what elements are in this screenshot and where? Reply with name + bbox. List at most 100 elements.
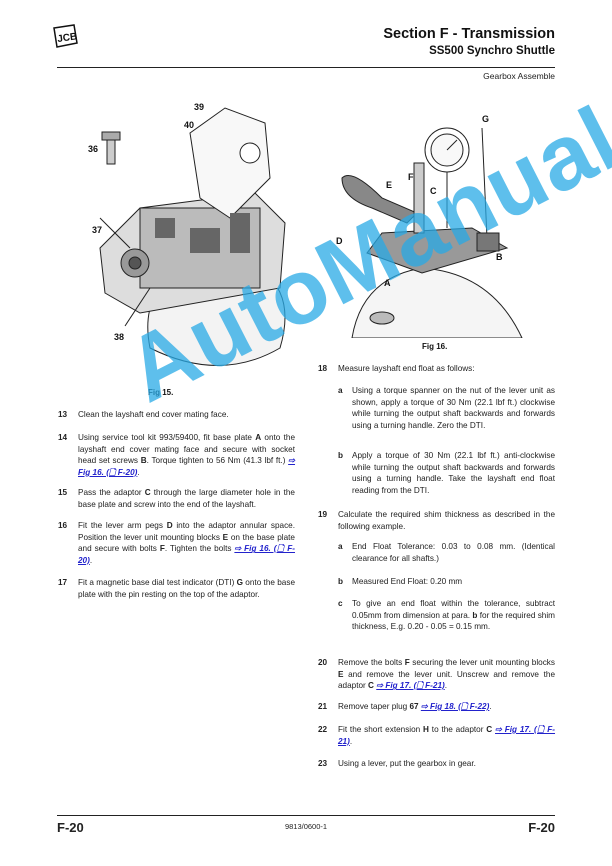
page-number-right: F-20 [528,820,555,835]
step: 14 Using service tool kit 993/59400, fit … [58,432,295,478]
topic-title: Gearbox Assemble [483,71,555,81]
text-run: and remove the lever unit. Unscrew and r… [338,669,555,691]
text-run: To give an end float within the toleranc… [352,599,555,620]
text-run: Remove taper plug [338,702,410,711]
reference-label: B [140,456,147,466]
step: 21 Remove taper plug 67 ⇨ Fig 18. (🗋 F-22… [318,701,555,713]
text-run: End Float Tolerance: 0.03 to 0.08 mm. (I… [352,542,555,563]
reference-label: G [236,578,243,587]
text-run: . Tighten the bolts [164,544,235,554]
step: 18 Measure layshaft end float as follows: [318,363,555,375]
step-number: b [338,577,344,586]
step-text: Using service tool kit 993/59400, fit ba… [78,432,295,478]
text-run: securing the lever unit mounting blocks [409,658,555,667]
reference-label: F [159,544,165,554]
step-text: Calculate the required shim thickness as… [338,509,555,532]
jcb-logo: JCB [53,24,78,48]
fig16-callout-A: A [384,278,391,288]
fig16-callout-G: G [482,114,489,124]
figure-link[interactable]: ⇨ Fig 18. (🗋 F-22) [420,702,490,711]
text-run: Pass the adaptor [78,488,145,497]
text-run: Fit the short extension [338,725,424,734]
text-run: . [444,681,448,691]
text-run: to the adaptor [428,725,487,734]
step-text: End Float Tolerance: 0.03 to 0.08 mm. (I… [352,541,555,564]
reference-label: 67 [409,702,419,711]
fig16-callout-C: C [430,186,437,196]
text-run: through the large diameter hole in the b… [78,488,295,509]
fig16-illustration: G E F C D B A [336,114,523,338]
step-number: 21 [318,702,328,711]
step-text: Fit the short extension H to the adaptor… [338,724,555,747]
figure-link[interactable]: ⇨ Fig 17. (🗋 F-21) [376,681,445,691]
step-text: Measured End Float: 0.20 mm [352,576,555,588]
reference-label: C [368,681,374,691]
step-text: Fit a magnetic base dial test indicator … [78,577,295,600]
step-text: Fit the lever arm pegs D into the adapto… [78,520,295,566]
step-number: c [338,599,343,608]
step-number: a [338,386,343,395]
page-number-left: F-20 [57,820,84,835]
step-number: 23 [318,759,328,768]
text-run: . [349,736,353,746]
text-run: Remove the bolts [338,658,405,667]
reference-label: E [222,532,229,542]
reference-label: C [486,725,493,734]
footer-divider [57,815,555,816]
svg-text:JCB: JCB [57,31,78,45]
fig16-callout-F: F [408,172,414,182]
step-number: 14 [58,433,68,442]
fig15-callout-37: 37 [92,225,102,235]
figure-link[interactable]: ⇨ Fig 17. (🗋 F-21) [338,725,556,746]
step-number: 19 [318,510,328,519]
fig15-callout-39: 39 [194,102,204,112]
step-number: 17 [58,578,68,587]
figure-link[interactable]: ⇨ Fig 16. (🗋 F-20) [78,544,295,565]
sub-step: b Measured End Float: 0.20 mm [318,576,555,588]
step: 17 Fit a magnetic base dial test indicato… [58,577,295,600]
step-text: Measure layshaft end float as follows: [338,363,555,375]
step: 13 Clean the layshaft end cover mating fa… [58,409,295,421]
step-text: Apply a torque of 30 Nm (22.1 lbf ft.) a… [352,450,555,496]
text-run: Using service tool kit 993/59400, fit ba… [78,433,256,442]
text-run: . [137,467,140,477]
fig15-callout-40: 40 [184,120,194,130]
text-run: Clean the layshaft end cover mating face… [78,410,229,419]
text-run: onto the base plate with the pin resting… [78,578,295,599]
step-text: Remove taper plug 67 ⇨ Fig 18. (🗋 F-22). [338,701,555,713]
fig15-illustration: 39 40 36 37 38 [88,102,286,366]
section-title: Section F - Transmission [383,26,555,42]
step-text: Clean the layshaft end cover mating face… [78,409,295,421]
text-run: Fit a magnetic base dial test indicator … [78,578,237,587]
text-run: into the adaptor annular space. Position… [78,521,295,542]
reference-label: H [423,725,429,734]
step-number: a [338,542,343,551]
text-run: Using a lever, put the gearbox in gear. [338,759,476,768]
step-number: 13 [58,410,68,419]
document-number: 9813/0600-1 [284,822,328,831]
text-run: Calculate the required shim thickness as… [338,510,555,531]
figure-link[interactable]: ⇨ Fig 16. (🗋 F-20) [78,456,296,477]
step-number: 18 [318,364,328,373]
step: 19 Calculate the required shim thickness … [318,509,555,532]
step: 23 Using a lever, put the gearbox in gear… [318,758,555,770]
fig16-caption: Fig 16. [422,342,448,351]
text-run: Measured End Float: 0.20 mm [352,577,463,586]
step-number: 20 [318,658,328,667]
fig16-callout-E: E [386,180,392,190]
text-run: . Torque tighten to 56 Nm (41.3 lbf ft.) [146,456,289,466]
fig16-callout-B: B [496,252,503,262]
header-divider [57,67,555,68]
step-text: Pass the adaptor C through the large dia… [78,487,295,510]
reference-label: b [472,610,478,620]
subsection-title: SS500 Synchro Shuttle [429,45,555,57]
sub-step: c To give an end float within the toleran… [318,598,555,633]
step-text: Remove the bolts F securing the lever un… [338,657,555,692]
reference-label: E [338,669,344,679]
reference-label: A [255,433,262,442]
